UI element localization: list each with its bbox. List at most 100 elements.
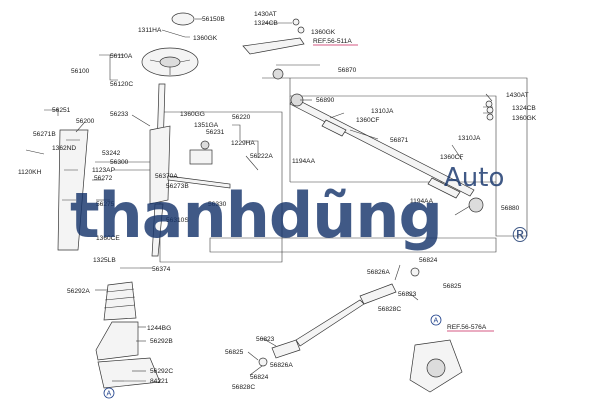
part-labels: 56150B 1311HA 1360GK 56110A 56100 56120C… — [18, 11, 537, 391]
watermark-registered: ® — [510, 223, 530, 247]
view-a-marker-left[interactable] — [103, 387, 115, 399]
tierod-group-box-inner — [289, 96, 496, 183]
upper-balljoint — [272, 68, 284, 80]
label-1244BG[interactable]: 1244BG — [147, 325, 171, 332]
leader-1324CB-right — [483, 106, 493, 114]
label-56825-a[interactable]: 56825 — [443, 283, 462, 290]
label-56251[interactable]: 56251 — [52, 107, 71, 114]
leader-56100 — [99, 54, 125, 81]
label-56300[interactable]: 56300 — [110, 159, 129, 166]
label-84221[interactable]: 84221 — [150, 378, 169, 385]
label-56824-a[interactable]: 56824 — [419, 257, 438, 264]
view-a-letter-left: A — [107, 391, 112, 398]
label-56828C-b[interactable]: 56828C — [232, 384, 255, 391]
label-1360CF-a[interactable]: 1360CF — [356, 117, 379, 124]
label-56231[interactable]: 56231 — [206, 129, 225, 136]
label-1360GK-b[interactable]: 1360GK — [311, 29, 336, 36]
label-1360GK-c[interactable]: 1360GK — [512, 115, 537, 122]
label-1310JA-a[interactable]: 1310JA — [371, 108, 394, 115]
label-56310S[interactable]: 56310S — [166, 217, 189, 224]
bolt-1120KH — [25, 149, 45, 155]
label-1311HA[interactable]: 1311HA — [138, 27, 162, 34]
nut-1430AT — [292, 18, 300, 26]
label-56271B[interactable]: 56271B — [33, 131, 56, 138]
leader-1310JA — [329, 112, 345, 119]
lock-cylinder-part — [200, 140, 210, 150]
label-56823-a[interactable]: 56823 — [398, 291, 417, 298]
label-1325LB[interactable]: 1325LB — [93, 257, 116, 264]
label-56828C-a[interactable]: 56828C — [378, 306, 401, 313]
label-1362ND[interactable]: 1362ND — [52, 145, 76, 152]
label-1324CB-a[interactable]: 1324CB — [254, 20, 278, 27]
label-56100[interactable]: 56100 — [71, 68, 90, 75]
leader-1311HA — [161, 29, 190, 38]
label-1194AA-a[interactable]: 1194AA — [292, 158, 316, 165]
label-56370A[interactable]: 56370A — [155, 173, 178, 180]
label-56233[interactable]: 56233 — [110, 111, 129, 118]
label-56880[interactable]: 56880 — [501, 205, 520, 212]
leader-56251 — [44, 108, 59, 116]
label-56110A[interactable]: 56110A — [110, 53, 133, 60]
outer-balljoint-56880 — [468, 197, 484, 213]
label-56273B[interactable]: 56273B — [166, 183, 189, 190]
label-1351GA[interactable]: 1351GA — [194, 122, 219, 129]
label-1310JA-b[interactable]: 1310JA — [458, 135, 481, 142]
reference-callouts: REF.56-511A REF.56-576A A A — [103, 38, 494, 399]
label-56272[interactable]: 56272 — [94, 175, 113, 182]
label-56871[interactable]: 56871 — [390, 137, 409, 144]
label-56120C[interactable]: 56120C — [110, 81, 133, 88]
label-56292A[interactable]: 56292A — [67, 288, 90, 295]
ref-label-bottom[interactable]: REF.56-576A — [447, 324, 487, 331]
label-1360GK-a[interactable]: 1360GK — [193, 35, 218, 42]
label-1360GG[interactable]: 1360GG — [180, 111, 205, 118]
tie-rod-sleeve — [321, 119, 347, 137]
label-56826A-b[interactable]: 56826A — [270, 362, 293, 369]
label-56222A[interactable]: 56222A — [250, 153, 273, 160]
leader-56823-b — [261, 337, 277, 347]
leader-56825-b — [247, 351, 259, 361]
label-56292C[interactable]: 56292C — [150, 368, 173, 375]
column-tube — [149, 125, 171, 205]
pin-1360GK-right — [486, 113, 494, 121]
leader-56880 — [454, 205, 471, 216]
label-1123AP[interactable]: 1123AP — [92, 167, 116, 174]
label-56150B[interactable]: 56150B — [202, 16, 225, 23]
label-56220[interactable]: 56220 — [232, 114, 251, 121]
label-56330[interactable]: 56330 — [208, 201, 227, 208]
label-1194AA-b[interactable]: 1194AA — [410, 198, 434, 205]
dust-cover-bellows — [103, 288, 136, 309]
steering-wheel-hub — [159, 56, 181, 68]
label-1360CF-b[interactable]: 1360CF — [440, 154, 463, 161]
ref-label-top[interactable]: REF.56-511A — [313, 38, 352, 45]
column-bracket-part — [57, 129, 89, 251]
label-1324CB-b[interactable]: 1324CB — [512, 105, 536, 112]
label-56870[interactable]: 56870 — [338, 67, 357, 74]
joint-bolt-lower — [258, 357, 268, 367]
view-a-marker-right[interactable] — [430, 314, 442, 326]
label-56292B[interactable]: 56292B — [150, 338, 173, 345]
label-1360CE[interactable]: 1360CE — [96, 235, 120, 242]
label-1229HA[interactable]: 1229HA — [231, 140, 255, 147]
tilt-lever-part — [167, 175, 231, 189]
horn-pad-part — [171, 12, 195, 26]
leader-lines — [44, 18, 493, 382]
label-56825-b[interactable]: 56825 — [225, 349, 244, 356]
label-1430AT-a[interactable]: 1430AT — [254, 11, 277, 18]
watermark: Auto thanhdũng ® — [70, 163, 530, 252]
label-53242[interactable]: 53242 — [102, 150, 121, 157]
label-56823-b[interactable]: 56823 — [256, 336, 275, 343]
tie-rod-outer-sleeve — [427, 177, 461, 199]
label-56200[interactable]: 56200 — [76, 118, 95, 125]
label-1430AT-b[interactable]: 1430AT — [506, 92, 529, 99]
label-56824-b[interactable]: 56824 — [250, 374, 269, 381]
label-56890[interactable]: 56890 — [316, 97, 335, 104]
leader-1229HA — [244, 140, 259, 158]
label-1120KH[interactable]: 1120KH — [18, 169, 42, 176]
intermediate-shaft-part — [295, 299, 365, 347]
label-56826A-a[interactable]: 56826A — [367, 269, 390, 276]
label-56374[interactable]: 56374 — [152, 266, 171, 273]
dust-cover-lower — [95, 321, 139, 361]
label-56275[interactable]: 56275 — [96, 201, 115, 208]
washer-1324CB-right — [486, 106, 494, 114]
